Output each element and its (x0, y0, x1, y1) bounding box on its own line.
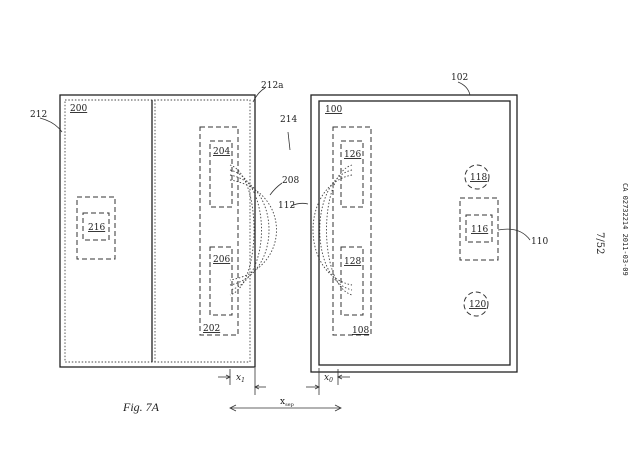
xsep-arrowhead-right (334, 404, 342, 412)
label-100: 100 (325, 105, 342, 115)
leader-102 (457, 81, 471, 96)
reference-labels: 212 212a 200 214 216 204 206 202 208 112… (30, 73, 548, 336)
coil-112-b (319, 169, 353, 291)
box-108 (332, 126, 372, 336)
box-202 (199, 126, 239, 336)
label-118: 118 (470, 173, 487, 183)
document-id: CA 02732214 2011-03-09 (621, 183, 629, 276)
leader-214 (287, 131, 291, 151)
box-116 (465, 214, 493, 243)
label-200: 200 (70, 104, 87, 114)
label-128: 128 (344, 257, 361, 267)
label-204: 204 (213, 147, 230, 157)
coil-208-c (229, 174, 270, 286)
box-206 (209, 246, 233, 316)
label-216: 216 (88, 223, 105, 233)
xsep-label: xsep (280, 397, 294, 408)
leader-212a (252, 87, 266, 103)
leader-112 (290, 202, 309, 207)
x1-arrowhead-right (254, 384, 260, 390)
x1-label: x1 (236, 373, 245, 384)
coil-112-a (326, 164, 353, 296)
x0-arrowhead-left (314, 384, 320, 390)
label-102: 102 (451, 73, 468, 83)
label-110: 110 (531, 237, 548, 247)
label-120: 120 (469, 300, 486, 310)
coil-208-b (229, 169, 262, 291)
label-208: 208 (282, 176, 299, 186)
right-device (310, 94, 518, 373)
xsep-arrowhead-left (229, 404, 237, 412)
x1-arrowhead-left (225, 374, 231, 380)
leader-212 (39, 117, 63, 133)
device-212-outer (59, 94, 256, 368)
leader-110 (497, 228, 531, 241)
leader-208 (269, 182, 283, 196)
coil-208-d (229, 179, 277, 281)
label-116: 116 (471, 225, 488, 235)
box-216-inner (82, 212, 110, 241)
device-100-inner (318, 100, 511, 366)
label-126: 126 (344, 150, 361, 160)
leader-lines (39, 81, 531, 241)
dimension-labels: x1 x0 xsep (236, 373, 333, 408)
dimension-marks (218, 368, 350, 412)
box-128 (340, 246, 364, 316)
coil-112-c (312, 174, 353, 286)
x0-label: x0 (324, 373, 333, 384)
label-206: 206 (213, 255, 230, 265)
label-212a: 212a (261, 81, 284, 91)
device-200-inner (64, 99, 251, 363)
label-108: 108 (352, 326, 369, 336)
label-112: 112 (278, 201, 295, 211)
box-126 (340, 140, 364, 208)
left-device (59, 94, 277, 368)
box-204 (209, 140, 233, 208)
circle-120 (463, 291, 489, 317)
circle-118 (464, 164, 490, 190)
label-202: 202 (203, 324, 220, 334)
box-110 (459, 197, 499, 261)
figure-caption: Fig. 7A (122, 400, 160, 414)
label-212: 212 (30, 110, 47, 120)
box-216-outer (76, 196, 116, 260)
page-number: 7/52 (594, 232, 605, 254)
x0-arrowhead-right (337, 374, 343, 380)
device-102-outer (310, 94, 518, 373)
coil-208-a (229, 164, 255, 296)
label-214: 214 (280, 115, 297, 125)
